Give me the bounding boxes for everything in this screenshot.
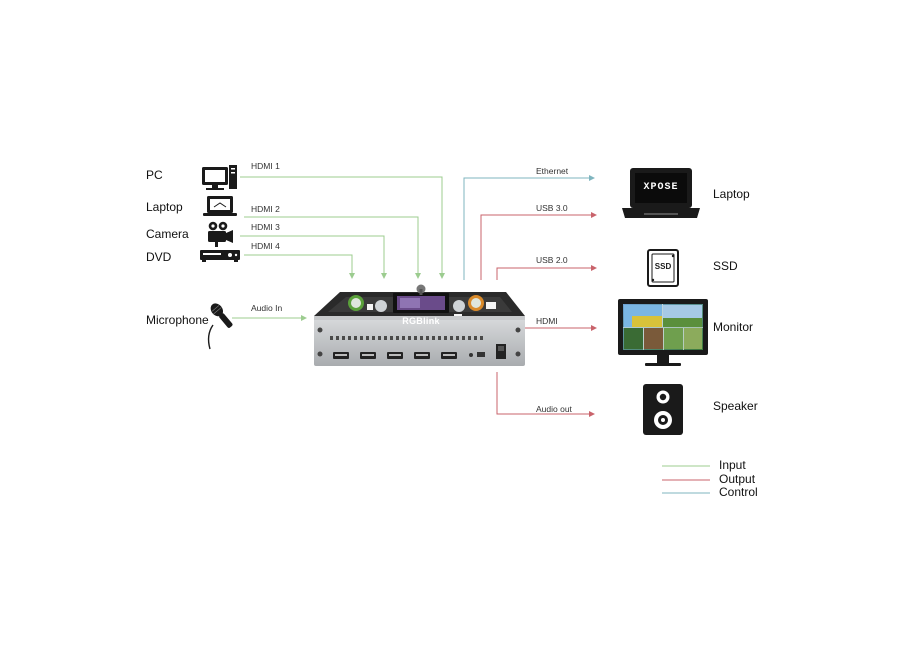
speaker-icon	[643, 384, 683, 435]
camera-icon	[208, 221, 233, 247]
speaker-label: Speaker	[713, 399, 758, 413]
legend-control-label: Control	[719, 485, 758, 499]
hdmi4-wire	[244, 254, 355, 279]
monitor-icon	[618, 299, 708, 366]
hdmi2-label: HDMI 2	[251, 204, 280, 214]
pc-icon	[202, 165, 237, 190]
microphone-icon	[207, 303, 233, 350]
dvd-label: DVD	[146, 250, 172, 264]
ethernet-label: Ethernet	[536, 166, 569, 176]
hdmi4-label: HDMI 4	[251, 241, 280, 251]
output-wires	[480, 212, 597, 417]
laptop-input-icon	[203, 196, 237, 216]
usb2-wire	[496, 265, 597, 280]
ssd-icon-text: SSD	[654, 262, 672, 271]
usb2-label: USB 2.0	[536, 255, 568, 265]
hdmi1-label: HDMI 1	[251, 161, 280, 171]
laptop-output-icon	[622, 168, 700, 218]
usb3-wire	[480, 212, 597, 280]
hdmi3-wire	[240, 235, 387, 279]
camera-label: Camera	[146, 227, 189, 241]
laptop-input-label: Laptop	[146, 200, 183, 214]
hdmi-out-label: HDMI	[536, 316, 558, 326]
switcher-device	[314, 284, 525, 366]
device-brand: RGBlink	[402, 316, 440, 326]
control-wires	[463, 175, 595, 280]
ethernet-wire	[463, 175, 595, 280]
audio-in-label: Audio In	[251, 303, 283, 313]
legend-output-label: Output	[719, 472, 756, 486]
laptop-screen-text: XPOSE	[643, 182, 679, 193]
hdmi3-label: HDMI 3	[251, 222, 280, 232]
audio-out-wire	[496, 372, 595, 417]
microphone-label: Microphone	[146, 313, 209, 327]
monitor-label: Monitor	[713, 320, 754, 334]
audio-out-label: Audio out	[536, 404, 572, 414]
laptop-output-label: Laptop	[713, 187, 750, 201]
input-wires	[232, 176, 445, 321]
hdmi1-wire	[240, 176, 445, 279]
hdmi2-wire	[244, 216, 421, 279]
legend-input-label: Input	[719, 458, 746, 472]
ssd-label: SSD	[713, 259, 738, 273]
ssd-icon	[647, 249, 679, 287]
usb3-label: USB 3.0	[536, 203, 568, 213]
pc-label: PC	[146, 168, 163, 182]
dvd-icon	[200, 250, 240, 262]
legend-lines	[662, 465, 710, 494]
